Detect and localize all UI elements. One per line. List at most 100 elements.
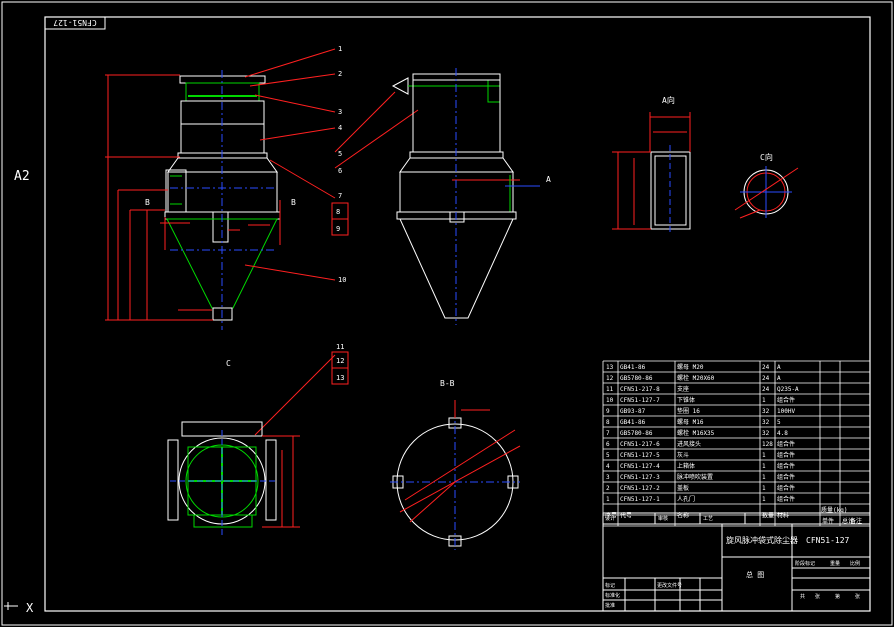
parts-row-qty: 24 [762, 375, 770, 382]
parts-row-qty: 24 [762, 364, 770, 371]
parts-row-no: 10 [606, 397, 614, 404]
balloon-10: 10 [338, 276, 346, 284]
balloon-labels: 1 2 3 4 5 6 7 8 9 10 11 12 13 [336, 45, 346, 382]
view-a-title: A向 [662, 95, 675, 105]
parts-header-note: 备注 [850, 517, 862, 525]
parts-row-no: 7 [606, 430, 610, 437]
section-bb-view [390, 400, 521, 550]
sheet-no: 第 [835, 593, 840, 600]
parts-row-material: 组合件 [777, 396, 795, 404]
parts-row-qty: 1 [762, 474, 766, 481]
product-name: 旋风脉冲袋式除尘器 [726, 535, 798, 545]
parts-row-no: 8 [606, 419, 610, 426]
balloon-1: 1 [338, 45, 342, 53]
balloon-2: 2 [338, 70, 342, 78]
sign-process: 工艺 [703, 516, 713, 522]
parts-row-name: 支座 [677, 385, 689, 393]
parts-row-no: 2 [606, 485, 610, 492]
parts-row-code: GB5780-86 [620, 375, 653, 382]
parts-row-material: Q235-A [777, 386, 799, 393]
axis-arrow [4, 602, 18, 610]
parts-row-material: 组合件 [777, 462, 795, 470]
parts-row-name: 螺栓 M20X60 [677, 374, 715, 382]
section-bb-title: B-B [440, 379, 455, 388]
rotated-drawing-code: CFN51-127 [53, 18, 97, 27]
balloon-9: 9 [336, 225, 340, 233]
parts-row-name: 螺栓 M16X35 [677, 429, 715, 437]
balloon-4: 4 [338, 124, 342, 132]
parts-row-name: 进风接头 [677, 440, 701, 448]
parts-row-no: 1 [606, 496, 610, 503]
balloon-7: 7 [338, 192, 342, 200]
parts-row-name: 脉冲喷吹装置 [677, 473, 713, 481]
parts-row-name: 垫圈 16 [677, 407, 700, 415]
sign-review: 审核 [658, 515, 668, 522]
view-a [612, 112, 691, 235]
side-view [391, 68, 540, 325]
row-mark: 标记 [605, 582, 615, 589]
parts-row-qty: 24 [762, 386, 770, 393]
parts-row-name: 螺母 M20 [677, 363, 704, 371]
parts-row-code: GB5780-86 [620, 430, 653, 437]
parts-row-code: GB93-87 [620, 408, 646, 415]
balloon-8: 8 [336, 208, 340, 216]
parts-row-code: CFN51-127-2 [620, 485, 660, 492]
drawing-number: CFN51-127 [806, 536, 850, 545]
parts-row-code: CFN51-217-6 [620, 441, 660, 448]
parts-row-no: 4 [606, 463, 610, 470]
parts-header-unit: 单件 [822, 517, 834, 525]
parts-row-material: 组合件 [777, 440, 795, 448]
balloon-6: 6 [338, 167, 342, 175]
front-view [164, 70, 281, 330]
parts-row-qty: 1 [762, 485, 766, 492]
view-c-title: C向 [760, 152, 773, 162]
parts-row-code: CFN51-127-1 [620, 496, 660, 503]
section-a-label: A [546, 175, 551, 184]
parts-header-4: 材料 [777, 512, 789, 520]
sign-standard: 标准化 [605, 592, 620, 599]
rotated-code-box: CFN51-127 [44, 16, 106, 30]
parts-row-qty: 32 [762, 419, 770, 426]
parts-row-material: A [777, 375, 781, 382]
parts-row-name: 盖板 [677, 484, 689, 492]
stage-weight: 重量 [830, 560, 840, 567]
parts-row-name: 螺母 M16 [677, 418, 704, 426]
balloon-13: 13 [336, 374, 344, 382]
parts-row-no: 6 [606, 441, 610, 448]
parts-row-qty: 32 [762, 408, 770, 415]
sheet-total: 共 [800, 593, 805, 600]
section-b-right: B [291, 198, 296, 207]
parts-row-qty: 1 [762, 463, 766, 470]
parts-row-code: CFN51-127-7 [620, 397, 660, 404]
sheet-size-label: A2 [14, 169, 30, 184]
parts-row-no: 3 [606, 474, 610, 481]
bottom-view [167, 421, 300, 535]
section-b-left: B [145, 198, 150, 207]
balloon-leaders [244, 48, 419, 436]
stage-scale: 比例 [850, 560, 860, 567]
parts-row-no: 12 [606, 375, 614, 382]
parts-row-material: A [777, 364, 781, 371]
balloon-3: 3 [338, 108, 342, 116]
parts-row-material: 4.8 [777, 430, 788, 437]
parts-row-name: 下锥体 [677, 396, 695, 404]
balloon-12: 12 [336, 357, 344, 365]
parts-row-no: 9 [606, 408, 610, 415]
parts-row-code: GB41-86 [620, 419, 646, 426]
parts-row-code: CFN51-217-8 [620, 386, 660, 393]
front-dimensions [105, 74, 281, 321]
sheet-total-unit: 张 [815, 593, 820, 600]
parts-header-mass: 质量(kg) [821, 506, 847, 514]
parts-row-name: 灰斗 [677, 451, 689, 459]
title-block: 旋风脉冲袋式除尘器 CFN51-127 总 图 设计 审核 工艺 标记 标准化 … [602, 512, 871, 612]
parts-row-qty: 1 [762, 397, 766, 404]
row-file: 更改文件号 [657, 582, 682, 589]
parts-row-no: 11 [606, 386, 614, 393]
parts-row-qty: 1 [762, 496, 766, 503]
sign-approve: 批准 [605, 602, 615, 609]
sign-design: 设计 [605, 515, 615, 522]
parts-header-3: 数量 [762, 512, 774, 520]
parts-row-material: 组合件 [777, 473, 795, 481]
